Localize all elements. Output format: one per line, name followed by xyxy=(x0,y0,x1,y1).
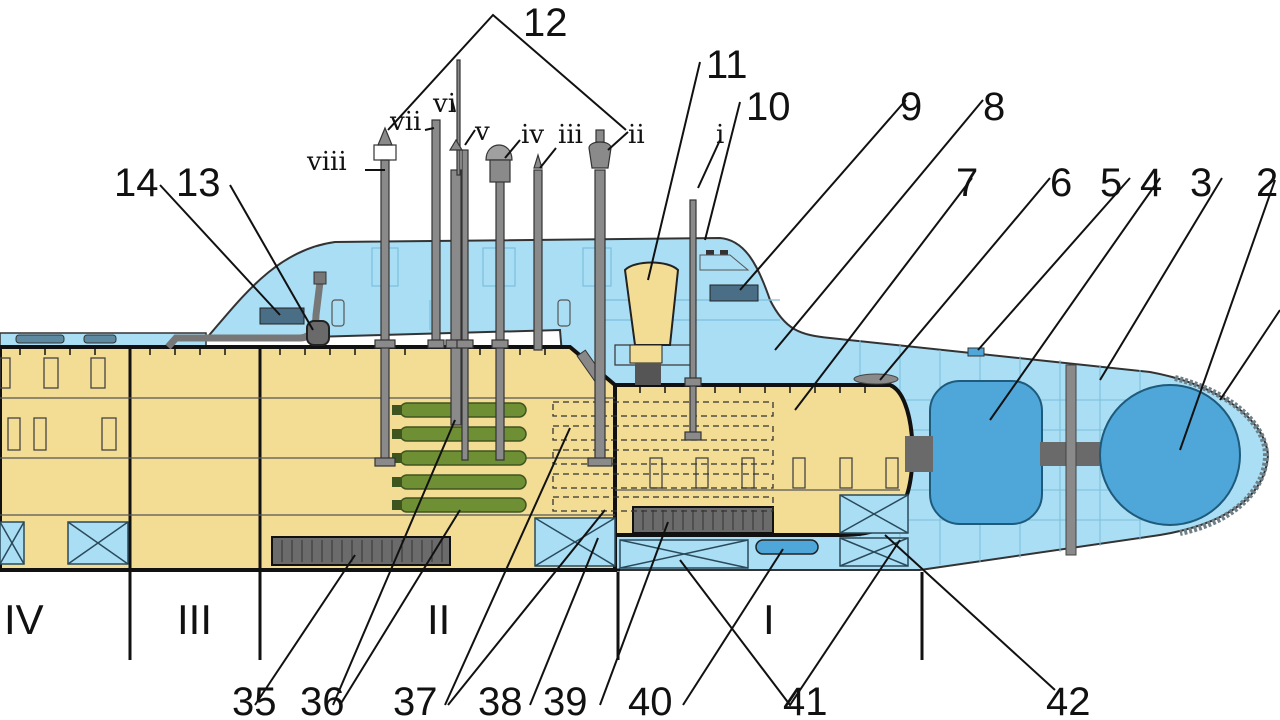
battery-aft xyxy=(271,536,451,566)
battery-forward xyxy=(632,506,774,534)
label-40: 40 xyxy=(628,680,673,720)
masts xyxy=(373,59,702,467)
hatch-11 xyxy=(623,261,680,346)
label-13: 13 xyxy=(176,161,221,205)
sonar-arrays xyxy=(905,364,1241,556)
label-36: 36 xyxy=(300,680,345,720)
label-11: 11 xyxy=(706,43,748,87)
label-8: 8 xyxy=(983,85,1005,129)
sonar-spherical xyxy=(1099,384,1241,526)
label-4: 4 xyxy=(1140,161,1162,205)
label-37: 37 xyxy=(393,680,438,720)
section-iv: IV xyxy=(4,596,44,643)
label-42: 42 xyxy=(1046,680,1091,720)
label-6: 6 xyxy=(1050,161,1072,205)
bow-fairing xyxy=(1174,375,1270,536)
mast-label-i: i xyxy=(716,120,724,150)
mast-label-v: v xyxy=(474,117,490,147)
mast-label-ii: ii xyxy=(628,120,645,150)
mast-labels: viii vii vi v iv iii ii i xyxy=(306,89,724,177)
label-5: 5 xyxy=(1100,161,1122,205)
torpedo-tubes xyxy=(552,401,774,512)
label-39: 39 xyxy=(543,680,588,720)
mast-label-vii: vii xyxy=(389,107,421,137)
label-3: 3 xyxy=(1190,161,1212,205)
mast-label-iii: iii xyxy=(558,120,583,150)
label-2: 2 xyxy=(1256,161,1278,205)
label-12: 12 xyxy=(523,1,568,45)
label-35: 35 xyxy=(232,680,277,720)
label-7: 7 xyxy=(956,161,978,205)
label-38: 38 xyxy=(478,680,523,720)
label-41: 41 xyxy=(783,680,828,720)
section-markers xyxy=(128,572,924,660)
leader-lines xyxy=(159,13,1280,707)
label-10: 10 xyxy=(746,85,791,129)
mast-label-iv: iv xyxy=(521,120,544,150)
mast-label-vi: vi xyxy=(432,89,456,119)
sonar-cylindrical xyxy=(929,380,1043,525)
label-14: 14 xyxy=(114,161,159,205)
section-i: I xyxy=(763,596,775,643)
mast-label-viii: viii xyxy=(306,147,347,177)
section-ii: II xyxy=(427,596,450,643)
callout-numbers: 12 11 10 9 8 7 6 5 4 3 2 14 13 35 36 37 … xyxy=(114,1,1278,720)
section-iii: III xyxy=(177,596,212,643)
label-9: 9 xyxy=(900,85,922,129)
